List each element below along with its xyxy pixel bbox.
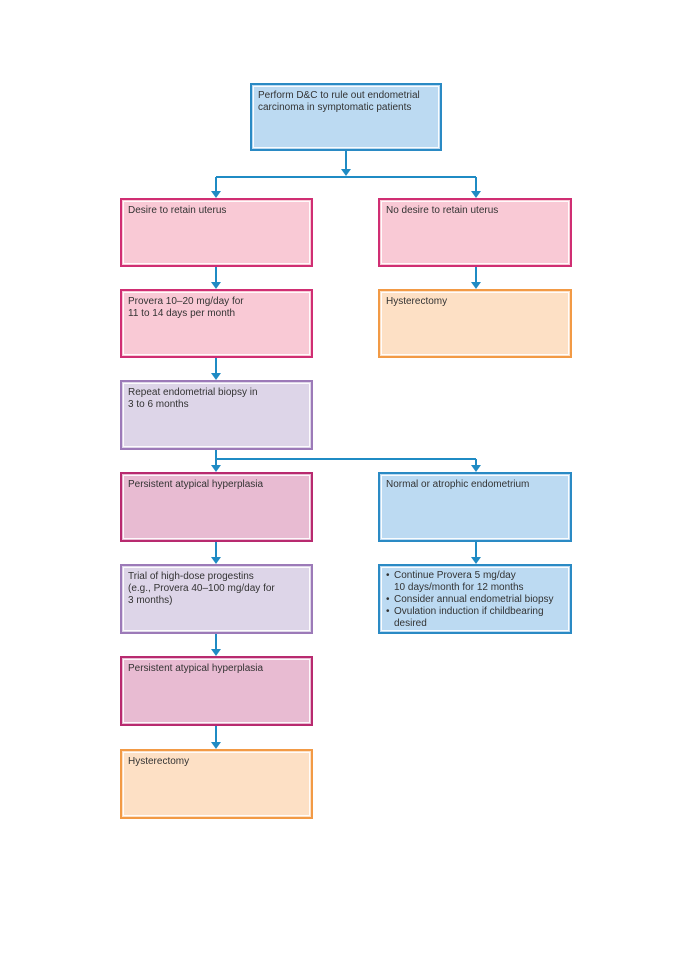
repeat-biopsy-node: Repeat endometrial biopsy in 3 to 6 mont… [120, 380, 313, 450]
persistent-hyperplasia-2-node: Persistent atypical hyperplasia [120, 656, 313, 726]
arrowhead [471, 282, 481, 289]
list-item: •Consider annual endometrial biopsy [386, 594, 554, 605]
followup-item-text: Continue Provera 5 mg/day 10 days/month … [394, 570, 524, 593]
followup-list: •Continue Provera 5 mg/day 10 days/month… [386, 570, 564, 630]
high-dose-progestins-text: Trial of high-dose progestins (e.g., Pro… [128, 571, 275, 606]
provera-low-dose-text: Provera 10–20 mg/day for 11 to 14 days p… [128, 296, 244, 319]
perform-dc-text: Perform D&C to rule out endometrial carc… [258, 90, 420, 113]
persistent-hyperplasia-text: Persistent atypical hyperplasia [128, 479, 264, 490]
normal-atrophic-node: Normal or atrophic endometrium [378, 472, 572, 542]
hysterectomy-final-text: Hysterectomy [128, 756, 190, 767]
hysterectomy-right-text: Hysterectomy [386, 296, 448, 307]
no-desire-retain-uterus-text: No desire to retain uterus [386, 205, 499, 216]
repeat-biopsy-text: Repeat endometrial biopsy in 3 to 6 mont… [128, 387, 258, 410]
high-dose-progestins-node: Trial of high-dose progestins (e.g., Pro… [120, 564, 313, 634]
normal-atrophic-text: Normal or atrophic endometrium [386, 479, 530, 490]
followup-item-text: Ovulation induction if childbearing desi… [394, 606, 544, 629]
arrowhead [471, 557, 481, 564]
arrowhead [211, 191, 221, 198]
arrowhead [211, 282, 221, 289]
perform-dc-node: Perform D&C to rule out endometrial carc… [250, 83, 442, 151]
arrowhead [341, 169, 351, 176]
no-desire-retain-uterus-node: No desire to retain uterus [378, 198, 572, 267]
arrowhead [471, 465, 481, 472]
arrowhead [211, 373, 221, 380]
arrowhead [211, 557, 221, 564]
list-item: •Continue Provera 5 mg/day 10 days/month… [386, 570, 524, 593]
hysterectomy-right-node: Hysterectomy [378, 289, 572, 358]
provera-low-dose-node: Provera 10–20 mg/day for 11 to 14 days p… [120, 289, 313, 358]
arrowhead [211, 649, 221, 656]
arrowhead [471, 191, 481, 198]
arrowhead [211, 465, 221, 472]
desire-retain-uterus-text: Desire to retain uterus [128, 205, 227, 216]
desire-retain-uterus-node: Desire to retain uterus [120, 198, 313, 267]
followup-item-text: Consider annual endometrial biopsy [394, 594, 554, 605]
list-item: •Ovulation induction if childbearing des… [386, 606, 544, 629]
persistent-hyperplasia-2-text: Persistent atypical hyperplasia [128, 663, 264, 674]
followup-node: •Continue Provera 5 mg/day 10 days/month… [378, 564, 572, 634]
hysterectomy-final-node: Hysterectomy [120, 749, 313, 819]
persistent-hyperplasia-node: Persistent atypical hyperplasia [120, 472, 313, 542]
arrowhead [211, 742, 221, 749]
